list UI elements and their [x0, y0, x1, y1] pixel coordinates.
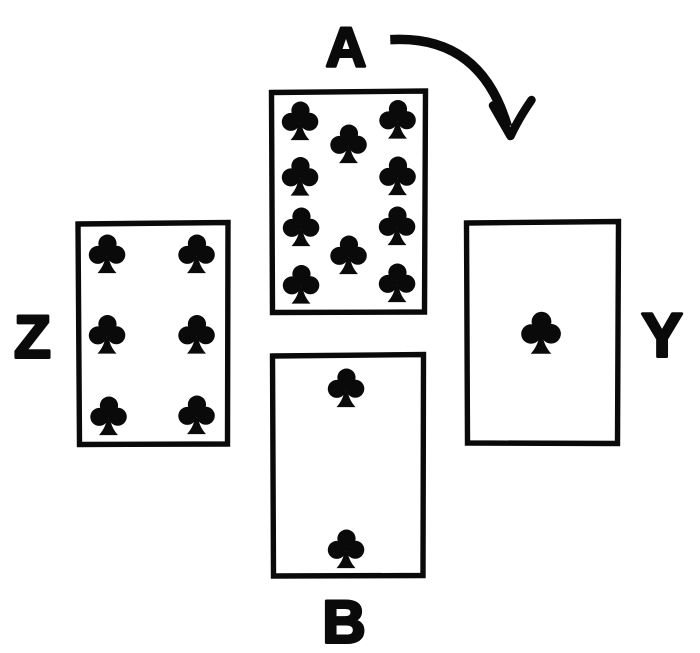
svg-text:B: B: [322, 589, 365, 653]
svg-text:Y: Y: [641, 302, 682, 371]
svg-text:A: A: [326, 16, 366, 79]
svg-text:Z: Z: [14, 304, 51, 371]
